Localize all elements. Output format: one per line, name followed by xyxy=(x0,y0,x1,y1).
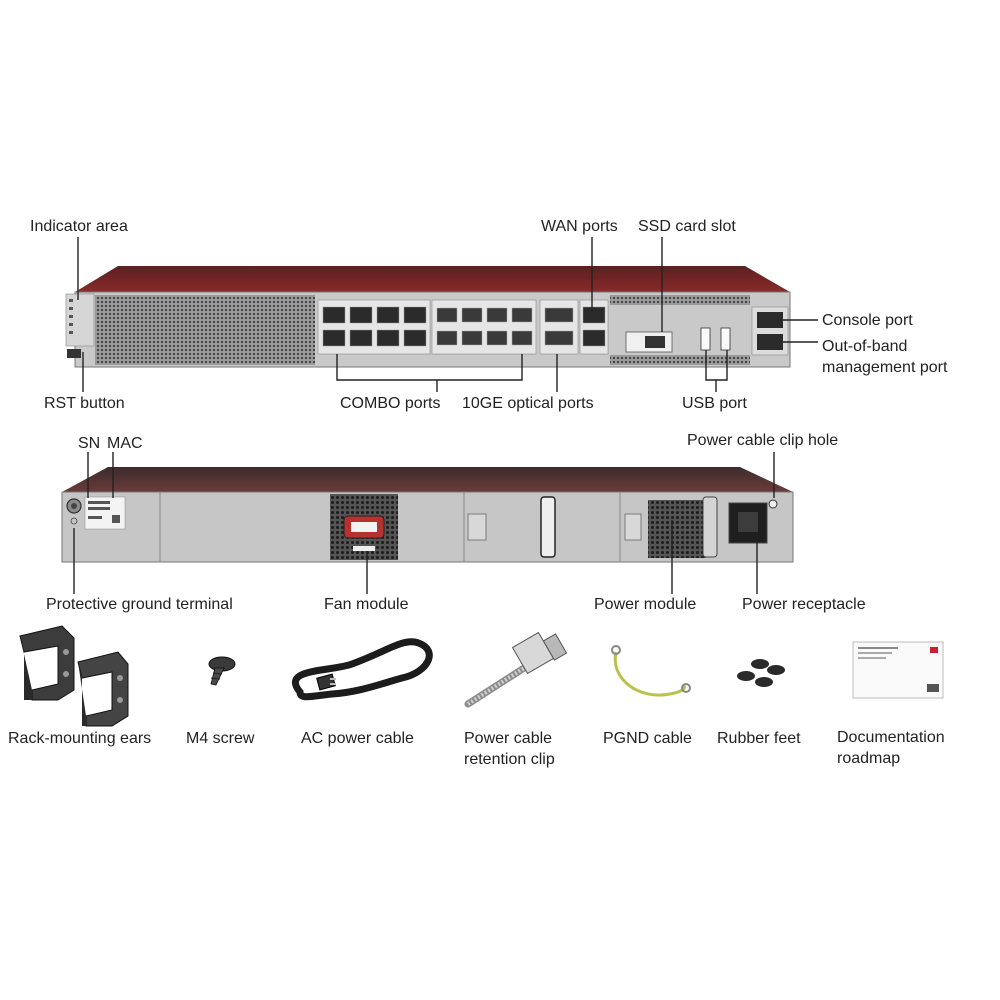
blank-slot-latch xyxy=(467,513,487,541)
usb-port-1[interactable] xyxy=(700,327,711,351)
indicator-area-label: Indicator area xyxy=(30,218,128,235)
documentation-roadmap-image xyxy=(852,641,944,699)
power-cable-clip-hole-label: Power cable clip hole xyxy=(687,432,839,449)
combo-rj45-ports[interactable] xyxy=(322,306,427,347)
front-panel xyxy=(65,266,791,368)
rear-panel xyxy=(61,467,794,563)
rack-mounting-ears-image xyxy=(19,625,129,727)
mac-label: MAC xyxy=(107,435,143,452)
ge10-optical-ports[interactable] xyxy=(544,307,574,346)
power-receptacle-socket xyxy=(738,512,758,532)
combo-ports-label: COMBO ports xyxy=(340,395,441,412)
ac-power-cable-label: AC power cable xyxy=(301,730,414,747)
m4-screw-label: M4 screw xyxy=(186,730,255,747)
power-module-label: Power module xyxy=(594,596,697,613)
documentation-roadmap-label-line1: Documentation xyxy=(837,729,945,746)
wan-ports[interactable] xyxy=(582,306,606,347)
rear-leader-lines xyxy=(73,452,775,594)
front-vent-left xyxy=(95,295,315,365)
documentation-roadmap-label-line2: roadmap xyxy=(837,750,901,767)
console-port[interactable] xyxy=(757,312,783,328)
front-vent-strip-bottom xyxy=(610,355,750,365)
ssd-card-slot-opening xyxy=(645,336,665,348)
indicator-area xyxy=(65,293,95,347)
oob-port-label-line2: management port xyxy=(822,359,948,376)
ac-power-cable-image xyxy=(291,638,433,701)
usb-port-label: USB port xyxy=(682,395,747,412)
pgnd-cable-image xyxy=(611,645,691,697)
rear-chassis-top xyxy=(62,467,793,492)
fan-module-latch xyxy=(353,546,375,551)
rubber-feet-image xyxy=(737,659,785,687)
wan-ports-label: WAN ports xyxy=(541,218,618,235)
oob-port-label-line1: Out-of-band xyxy=(822,338,908,355)
power-receptacle-label: Power receptacle xyxy=(742,596,866,613)
front-vent-strip-top xyxy=(610,295,750,305)
rubber-feet-label: Rubber feet xyxy=(717,730,801,747)
combo-sfp-ports[interactable] xyxy=(436,307,533,346)
oob-management-port[interactable] xyxy=(757,334,783,350)
rack-mounting-ears-label: Rack-mounting ears xyxy=(8,730,152,747)
rst-button[interactable] xyxy=(67,349,81,358)
pgnd-cable-label: PGND cable xyxy=(603,730,692,747)
indicator-leds xyxy=(69,299,73,334)
console-port-label: Console port xyxy=(822,312,913,329)
rst-button-label: RST button xyxy=(44,395,125,412)
ge10-optical-ports-label: 10GE optical ports xyxy=(462,395,594,412)
power-cable-clip-hole[interactable] xyxy=(768,499,778,509)
sn-label: SN xyxy=(78,435,101,452)
power-module-vent xyxy=(648,500,706,558)
protective-ground-terminal-screw xyxy=(71,503,77,509)
ssd-card-slot-label: SSD card slot xyxy=(638,218,736,235)
front-leader-lines xyxy=(77,237,818,392)
power-module-handle[interactable] xyxy=(702,496,718,558)
power-cable-retention-clip-label-line2: retention clip xyxy=(464,751,555,768)
ground-symbol-icon xyxy=(70,517,78,525)
sn-mac-barcodes xyxy=(88,501,120,523)
front-chassis-top xyxy=(75,266,790,292)
protective-ground-terminal-label: Protective ground terminal xyxy=(46,596,233,613)
power-module-latch xyxy=(624,513,642,541)
power-cable-retention-clip-label-line1: Power cable xyxy=(464,730,553,747)
blank-slot-handle xyxy=(540,496,556,558)
fan-module-handle-label xyxy=(351,522,377,532)
fan-module-label: Fan module xyxy=(324,596,409,613)
power-cable-retention-clip-image xyxy=(464,631,568,708)
usb-port-2[interactable] xyxy=(720,327,731,351)
m4-screw-image xyxy=(208,656,236,686)
